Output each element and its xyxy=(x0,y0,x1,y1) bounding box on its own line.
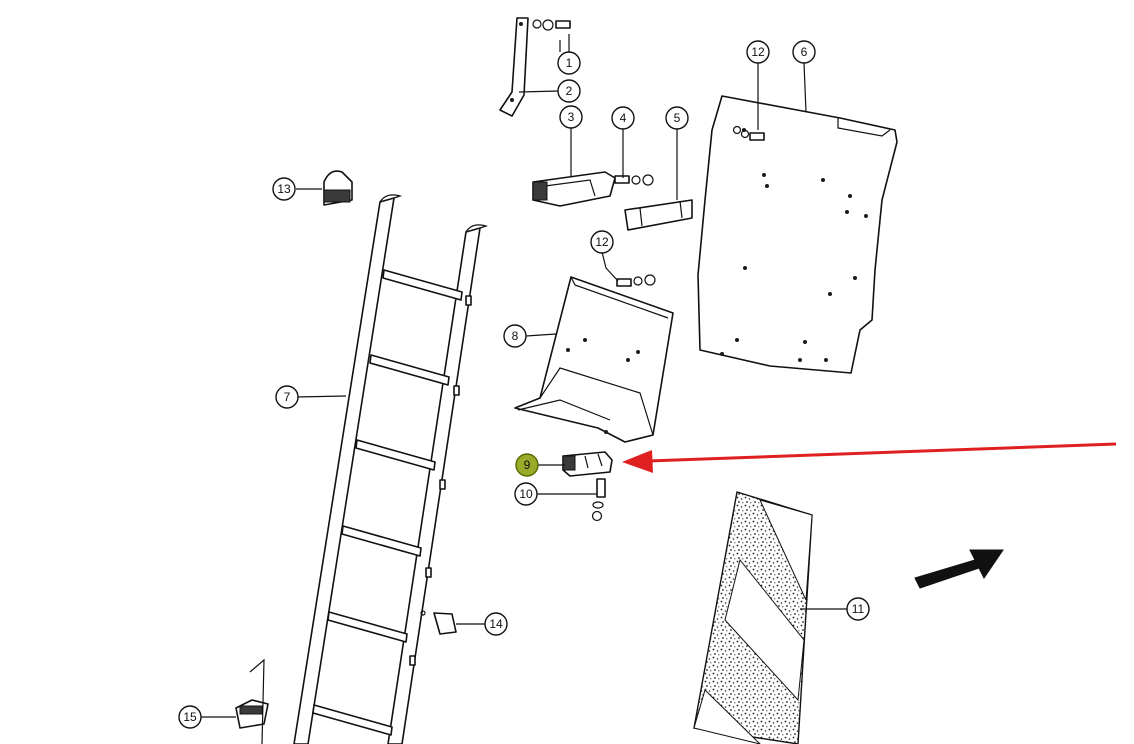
svg-text:1: 1 xyxy=(566,56,573,70)
ladder-rungs xyxy=(312,269,463,736)
svg-text:4: 4 xyxy=(620,111,627,125)
callout-13: 13 xyxy=(272,177,296,201)
part-13-hook xyxy=(323,170,353,206)
svg-text:14: 14 xyxy=(489,617,503,631)
svg-text:9: 9 xyxy=(524,458,531,472)
leader-lines xyxy=(201,34,847,718)
direction-arrow-icon xyxy=(914,549,1004,589)
callout-5: 5 xyxy=(665,106,689,130)
callout-2: 2 xyxy=(557,79,581,103)
svg-text:5: 5 xyxy=(674,111,681,125)
callout-4: 4 xyxy=(611,106,635,130)
part-8-step-box xyxy=(514,276,674,443)
callout-7: 7 xyxy=(275,385,299,409)
part-15-foot xyxy=(235,658,269,744)
part-1-bolt-set xyxy=(532,19,571,31)
svg-text:3: 3 xyxy=(568,110,575,124)
part-12-bolt-middle xyxy=(616,274,656,287)
svg-text:12: 12 xyxy=(595,235,609,249)
callout-10: 10 xyxy=(514,482,538,506)
svg-text:6: 6 xyxy=(801,45,808,59)
callout-3: 3 xyxy=(559,105,583,129)
svg-text:10: 10 xyxy=(519,487,533,501)
svg-text:8: 8 xyxy=(512,329,519,343)
part-2-lever-arm xyxy=(499,17,529,117)
callout-9-highlighted: 9 xyxy=(515,453,539,477)
svg-text:2: 2 xyxy=(566,84,573,98)
callout-14: 14 xyxy=(484,612,508,636)
part-14-plug xyxy=(420,610,457,635)
part-10-screw xyxy=(591,478,606,522)
svg-text:7: 7 xyxy=(284,390,291,404)
callout-15: 15 xyxy=(178,705,202,729)
part-11-reflector xyxy=(693,491,813,744)
part-9-clip xyxy=(562,451,613,477)
callout-11: 11 xyxy=(846,597,870,621)
svg-text:15: 15 xyxy=(183,710,197,724)
svg-text:12: 12 xyxy=(751,45,765,59)
part-6-side-panel xyxy=(697,95,898,374)
svg-text:13: 13 xyxy=(277,182,291,196)
callout-12-top: 12 xyxy=(746,40,770,64)
part-5-channel xyxy=(624,199,693,231)
part-7-ladder xyxy=(293,194,489,744)
red-pointer-arrow xyxy=(622,442,1117,473)
callout-6: 6 xyxy=(792,40,816,64)
part-3-bracket xyxy=(532,171,616,207)
callout-1: 1 xyxy=(557,51,581,75)
callout-12-middle: 12 xyxy=(590,230,614,254)
callout-8: 8 xyxy=(503,324,527,348)
part-4-bolt-set xyxy=(614,174,654,186)
svg-text:11: 11 xyxy=(852,602,865,616)
part-12-bolt-top xyxy=(732,125,765,141)
